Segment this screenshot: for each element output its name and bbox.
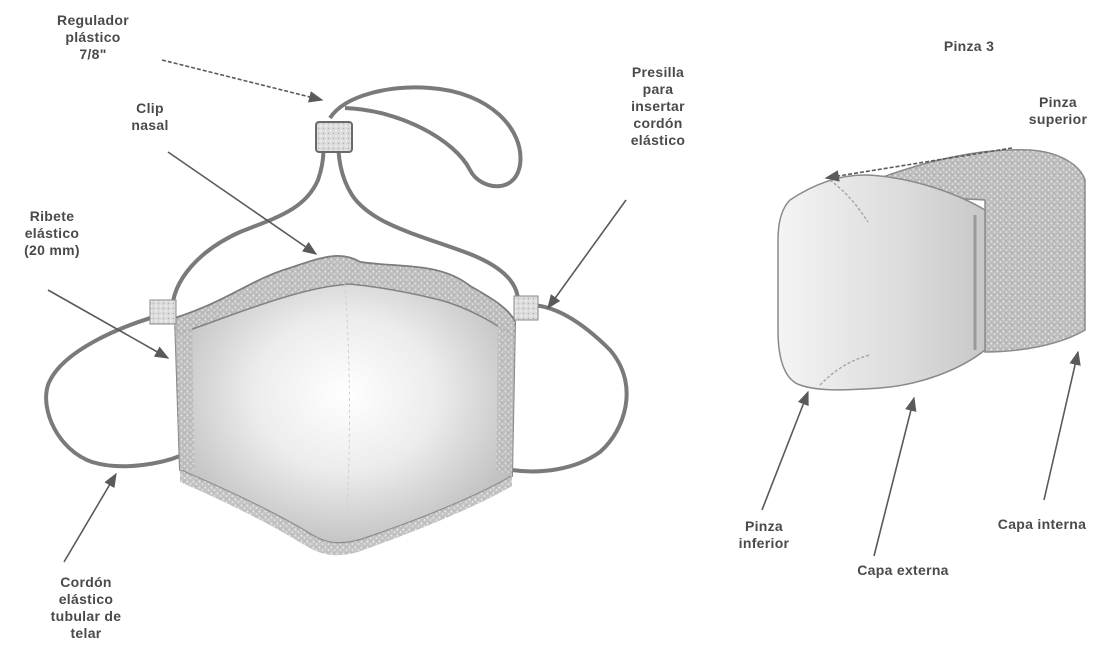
- right-side-binding: [496, 320, 515, 476]
- label-regulador-line-2: plástico: [28, 29, 158, 46]
- arrow-capa-externa: [874, 398, 914, 556]
- label-pinza-superior-line-2: superior: [1010, 111, 1106, 128]
- label-presilla-line-1: Presilla: [606, 64, 710, 81]
- left-mask-figure: [46, 87, 627, 555]
- arrow-cordon: [64, 474, 116, 562]
- label-pinza-superior: Pinza superior: [1010, 94, 1106, 128]
- label-presilla: Presilla para insertar cordón elástico: [606, 64, 710, 149]
- outer-layer: [778, 175, 985, 390]
- label-regulador-line-3: 7/8": [28, 46, 158, 63]
- label-presilla-line-5: elástico: [606, 132, 710, 149]
- left-side-binding: [175, 318, 195, 470]
- label-cordon-line-3: tubular de: [24, 608, 148, 625]
- label-pinza-inferior: Pinza inferior: [716, 518, 812, 552]
- arrow-clip: [168, 152, 316, 254]
- label-presilla-line-4: cordón: [606, 115, 710, 132]
- arrow-pinza-inferior: [762, 392, 808, 510]
- label-clip-line-1: Clip: [110, 100, 190, 117]
- label-capa-externa: Capa externa: [828, 562, 978, 579]
- label-capa-interna: Capa interna: [974, 516, 1110, 533]
- label-cordon-line-2: elástico: [24, 591, 148, 608]
- label-clip-line-2: nasal: [110, 117, 190, 134]
- label-pinza-title: Pinza 3: [926, 38, 1012, 55]
- label-pinza-inferior-line-1: Pinza: [716, 518, 812, 535]
- label-cordon-line-1: Cordón: [24, 574, 148, 591]
- right-mask-figure: [778, 150, 1085, 390]
- right-ear-cord: [512, 305, 627, 471]
- arrow-capa-interna: [1044, 352, 1078, 500]
- label-pinza-title-text: Pinza 3: [926, 38, 1012, 55]
- plastic-regulator: [316, 122, 352, 152]
- label-regulador: Regulador plástico 7/8": [28, 12, 158, 63]
- arrow-presilla: [548, 200, 626, 308]
- label-pinza-inferior-line-2: inferior: [716, 535, 812, 552]
- left-ear-cord: [46, 312, 180, 466]
- label-presilla-line-2: para: [606, 81, 710, 98]
- label-regulador-line-1: Regulador: [28, 12, 158, 29]
- right-channel-tab: [514, 296, 538, 320]
- label-capa-externa-text: Capa externa: [828, 562, 978, 579]
- label-ribete-line-2: elástico: [4, 225, 100, 242]
- label-presilla-line-3: insertar: [606, 98, 710, 115]
- left-channel-tab: [150, 300, 176, 324]
- label-ribete-line-1: Ribete: [4, 208, 100, 225]
- label-pinza-superior-line-1: Pinza: [1010, 94, 1106, 111]
- label-capa-interna-text: Capa interna: [974, 516, 1110, 533]
- label-cordon: Cordón elástico tubular de telar: [24, 574, 148, 642]
- label-ribete: Ribete elástico (20 mm): [4, 208, 100, 259]
- label-clip: Clip nasal: [110, 100, 190, 134]
- regulator-loop: [330, 87, 520, 186]
- label-ribete-line-3: (20 mm): [4, 242, 100, 259]
- arrow-regulador: [162, 60, 322, 100]
- label-cordon-line-4: telar: [24, 625, 148, 642]
